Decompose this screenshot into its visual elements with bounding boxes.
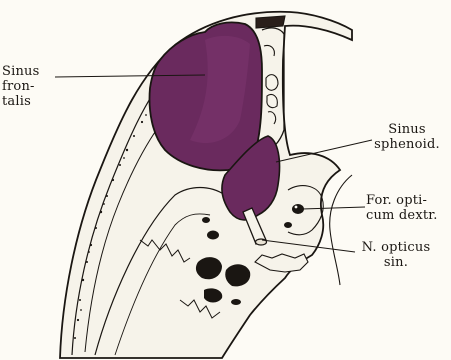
- label-n-opticus-line-2: sin.: [355, 255, 437, 270]
- label-sinus-sphenoid-line-2: sphenoid.: [372, 137, 442, 152]
- label-n-opticus-line-1: N. opticus: [355, 240, 437, 255]
- label-for-opticum-line-2: cum dextr.: [366, 208, 438, 223]
- label-for-opticum-line-1: For. opti-: [366, 193, 438, 208]
- label-for-opticum: For. opti- cum dextr.: [366, 193, 438, 223]
- label-sinus-sphenoid-line-1: Sinus: [372, 122, 442, 137]
- label-sinus-frontalis-line-3: talis: [2, 94, 39, 109]
- right-edge-line: [330, 175, 352, 285]
- label-sinus-sphenoid: Sinus sphenoid.: [372, 122, 442, 152]
- label-sinus-frontalis: Sinus fron- talis: [2, 64, 39, 109]
- label-sinus-frontalis-line-1: Sinus: [2, 64, 39, 79]
- label-n-opticus: N. opticus sin.: [355, 240, 437, 270]
- label-sinus-frontalis-line-2: fron-: [2, 79, 39, 94]
